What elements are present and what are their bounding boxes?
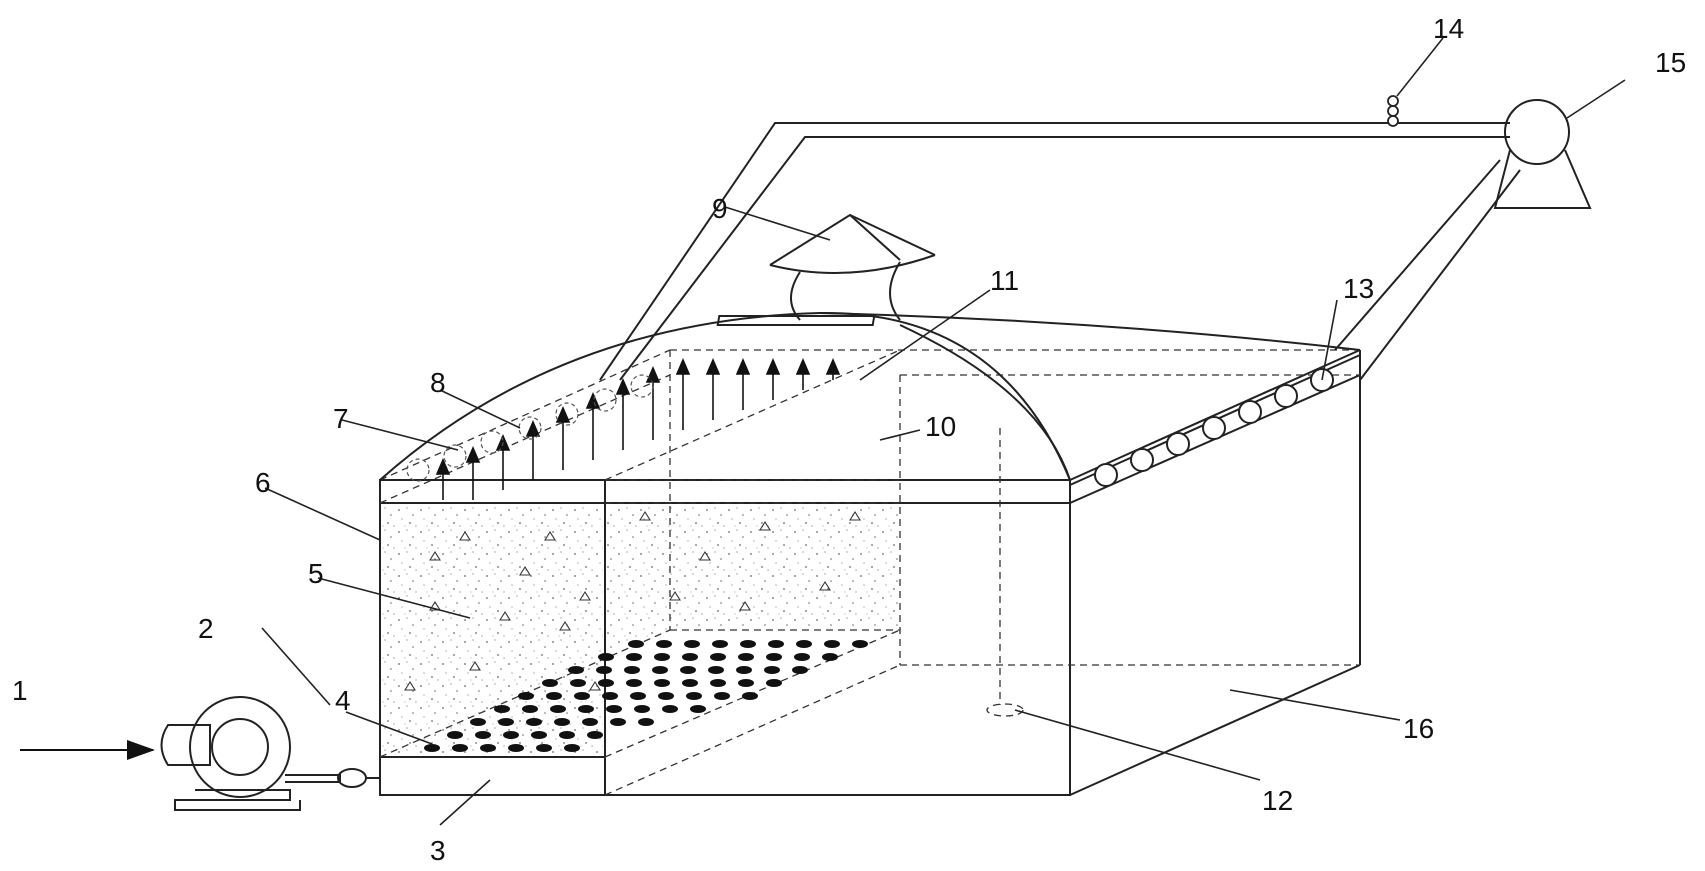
filler-inner xyxy=(607,505,898,660)
dome-outline xyxy=(379,311,1071,481)
air-connector xyxy=(337,768,367,788)
vent-roof xyxy=(769,213,936,266)
label-3: 3 xyxy=(430,835,446,866)
label-15: 15 xyxy=(1655,47,1686,78)
disc-row-8 xyxy=(598,653,838,661)
tank-side-bottom-edge xyxy=(1069,664,1361,796)
filler-material xyxy=(382,505,898,755)
valve-icon xyxy=(1387,95,1399,127)
gas-arrows xyxy=(435,357,841,500)
disc-row-9 xyxy=(628,640,868,648)
label-14: 14 xyxy=(1433,13,1464,44)
label-10: 10 xyxy=(925,411,956,442)
disc-row-3 xyxy=(470,718,654,726)
tank-side-top-edge xyxy=(1069,349,1361,481)
blower-housing xyxy=(189,696,291,798)
label-1: 1 xyxy=(12,675,28,706)
label-13: 13 xyxy=(1343,273,1374,304)
fan-icon xyxy=(1493,99,1592,209)
inlet-pipe xyxy=(160,724,211,766)
dome-inner-curve xyxy=(899,324,1071,481)
disc-row-2 xyxy=(447,731,603,739)
gas-duct xyxy=(599,122,1521,381)
outlet-12 xyxy=(986,703,1024,717)
dome-cover xyxy=(379,311,1361,481)
label-2: 2 xyxy=(198,613,214,644)
disc-row-7 xyxy=(568,666,808,674)
hidden-top-diag xyxy=(379,349,671,481)
label-5: 5 xyxy=(308,558,324,589)
duct-right-inner xyxy=(1359,169,1521,381)
vent-base xyxy=(716,315,876,326)
label-4: 4 xyxy=(335,685,351,716)
duct-right-outer xyxy=(1334,159,1501,351)
hidden-bottom-diag xyxy=(604,664,901,796)
callout-labels: 1 2 3 4 5 6 7 8 9 10 11 12 13 14 15 16 xyxy=(12,13,1686,866)
label-8: 8 xyxy=(430,367,446,398)
disc-row-5 xyxy=(518,692,758,700)
label-7: 7 xyxy=(333,403,349,434)
vent-neck-left xyxy=(790,271,801,321)
disc-row-4 xyxy=(494,705,706,713)
hidden-top-diag-2 xyxy=(604,349,901,481)
duct-inner xyxy=(619,136,1510,381)
aeration-discs xyxy=(424,640,868,752)
fan-base xyxy=(1493,149,1592,209)
label-16: 16 xyxy=(1403,713,1434,744)
disc-row-1 xyxy=(424,744,580,752)
blower xyxy=(160,696,380,811)
blower-core xyxy=(211,718,269,776)
label-12: 12 xyxy=(1262,785,1293,816)
label-6: 6 xyxy=(255,467,271,498)
dome-back-curve xyxy=(819,312,1361,351)
vent-cap xyxy=(716,213,936,326)
collection-bubbles xyxy=(406,374,654,482)
hidden-top-diag-3 xyxy=(379,374,671,504)
duct-outer xyxy=(599,122,1510,381)
filler-front xyxy=(382,505,603,755)
label-11: 11 xyxy=(990,265,1019,296)
blower-base xyxy=(174,789,301,811)
vent-neck-right xyxy=(889,261,901,321)
spray-pipe xyxy=(1069,354,1361,487)
label-9: 9 xyxy=(712,193,728,224)
air-hose xyxy=(285,774,341,783)
disc-row-6 xyxy=(542,679,782,687)
leader-lines xyxy=(261,37,1626,826)
fan-housing xyxy=(1504,99,1570,165)
